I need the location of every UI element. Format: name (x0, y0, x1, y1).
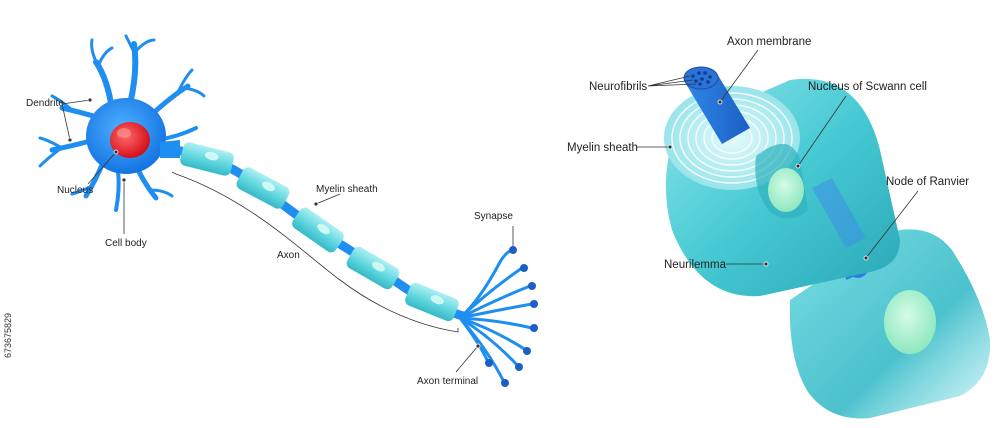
axon-detail-labels: Axon membrane Neurofibrils Nucleus of Sc… (567, 36, 969, 271)
myelinated-axon: Axon membrane Neurofibrils Nucleus of Sc… (567, 36, 991, 419)
label-axon-terminal: Axon terminal (417, 376, 478, 387)
label-dendrite: Dendrite (26, 98, 64, 109)
label-neurilemma: Neurilemma (664, 259, 727, 271)
axon-protrusion (683, 66, 750, 144)
axon-bracket (171, 171, 459, 333)
axon-terminal-branches (458, 248, 534, 384)
label-nucleus-schwann: Nucleus of Scwann cell (808, 81, 927, 93)
label-node-of-ranvier: Node of Ranvier (886, 176, 969, 188)
label-neurofibrils: Neurofibrils (589, 81, 647, 93)
label-axon-membrane: Axon membrane (727, 36, 811, 48)
label-axon: Axon (277, 250, 300, 261)
neurofibrils (691, 71, 712, 86)
side-id: 673675829 (3, 313, 13, 358)
neuron: Dendrite Nucleus Cell body Axon Myelin s… (26, 34, 538, 387)
label-nucleus: Nucleus (57, 185, 93, 196)
label-myelin-sheath-detail: Myelin sheath (567, 142, 638, 154)
label-synapse: Synapse (474, 211, 513, 222)
neuron-labels: Dendrite Nucleus Cell body Axon Myelin s… (26, 97, 514, 387)
label-cell-body: Cell body (105, 238, 147, 249)
synaptic-knobs (485, 246, 538, 387)
myelin-segments (180, 142, 459, 322)
label-myelin-sheath: Myelin sheath (316, 184, 378, 195)
